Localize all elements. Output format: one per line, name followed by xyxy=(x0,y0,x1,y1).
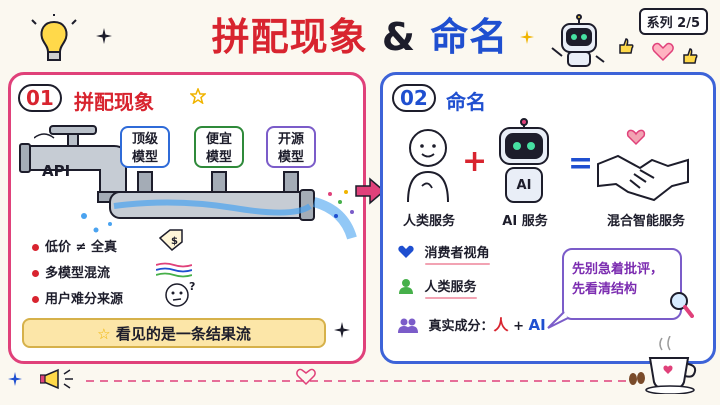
equals-sign: = xyxy=(568,146,594,181)
advice-note-line2: 先看清结构 xyxy=(572,282,638,297)
ingredients-item: 真实成分：人 + AI xyxy=(398,314,546,335)
result-stream-banner: ☆ 看见的是一条结果流 xyxy=(22,318,326,348)
ingredients-prefix: 真实成分： xyxy=(428,319,494,334)
confused-face-icon: ? xyxy=(165,280,195,307)
ai-service-label: AI 服务 xyxy=(502,214,548,229)
handshake-icon xyxy=(597,129,689,202)
robot-mascot-icon xyxy=(551,14,605,67)
bullet-item: 用户难分来源 xyxy=(32,288,123,307)
page-title: 拼配现象 & 命名 xyxy=(0,6,720,61)
consumer-view-item: 消费者视角 xyxy=(398,242,490,265)
section-heading-phenomenon: 拼配现象 xyxy=(74,90,154,114)
ingredients-plus: + xyxy=(508,319,529,334)
model-box-top: 顶级 模型 xyxy=(120,126,170,168)
person-icon xyxy=(407,129,449,202)
banner-text: 看见的是一条结果流 xyxy=(115,325,251,343)
bullet-text: 低价 ≠ 全真 xyxy=(45,240,117,255)
consumer-view-text: 消费者视角 xyxy=(424,242,490,265)
robot-chest-label: AI xyxy=(516,178,532,193)
plus-sign: + xyxy=(462,144,488,179)
coffee-beans-icon xyxy=(629,372,645,385)
thumbs-up-icon xyxy=(619,38,634,54)
person-icon xyxy=(399,279,413,294)
heart-icon xyxy=(296,368,316,386)
model-box-top-line2: 模型 xyxy=(131,150,158,165)
model-box-cheap: 便宜 模型 xyxy=(194,126,244,168)
title-part1: 拼配现象 xyxy=(211,15,368,59)
right-arrow-icon xyxy=(355,177,386,205)
coffee-cup-icon xyxy=(645,336,697,394)
heart-icon xyxy=(652,42,674,62)
sparkle-icon xyxy=(334,322,350,338)
section-heading-naming: 命名 xyxy=(446,90,486,114)
model-box-top-line1: 顶级 xyxy=(131,132,158,147)
megaphone-icon xyxy=(40,368,73,390)
lightbulb-icon xyxy=(31,14,77,61)
advice-note: 先别急着批评， 先看清结构 xyxy=(562,248,682,320)
model-box-open: 开源 模型 xyxy=(266,126,316,168)
bullet-text: 用户难分来源 xyxy=(45,292,124,307)
sparkle-icon xyxy=(520,30,534,44)
human-service-label: 人类服务 xyxy=(402,214,455,229)
title-amp: & xyxy=(381,15,417,59)
faucet-pipe-illustration xyxy=(19,125,357,240)
title-part2: 命名 xyxy=(430,15,509,59)
price-tag-icon: $ xyxy=(158,229,183,252)
star-icon: ☆ xyxy=(97,325,111,343)
api-label: API xyxy=(42,162,71,180)
magnifier-icon xyxy=(670,292,694,318)
hybrid-service-label: 混合智能服务 xyxy=(606,214,685,229)
speech-tail-icon xyxy=(547,311,569,329)
model-box-open-line2: 模型 xyxy=(277,150,304,165)
svg-text:$: $ xyxy=(171,236,178,247)
heart-icon xyxy=(398,245,414,258)
bullet-text: 多模型混流 xyxy=(45,266,111,281)
robot-icon xyxy=(499,118,549,203)
section-number-02: 02 xyxy=(392,84,436,112)
advice-note-line1: 先别急着批评， xyxy=(572,262,664,277)
bullet-item: 低价 ≠ 全真 xyxy=(32,236,117,255)
model-box-open-line1: 开源 xyxy=(277,132,304,147)
dashed-divider xyxy=(86,380,626,382)
human-service-item: 人类服务 xyxy=(398,276,477,299)
ingredients-ai: AI xyxy=(528,316,546,334)
sparkle-icon xyxy=(8,372,22,386)
human-service-item-text: 人类服务 xyxy=(424,276,477,299)
model-box-cheap-line2: 模型 xyxy=(205,150,232,165)
model-box-cheap-line1: 便宜 xyxy=(205,132,232,147)
sparkle-icon xyxy=(96,28,112,44)
section-number-01: 01 xyxy=(18,84,62,112)
mixed-stream-icon xyxy=(156,262,192,278)
ingredients-human: 人 xyxy=(493,316,509,334)
star-icon xyxy=(190,88,206,104)
bullet-item: 多模型混流 xyxy=(32,262,110,281)
thumbs-up-icon xyxy=(683,48,698,64)
bolt-icon xyxy=(34,133,55,139)
svg-text:?: ? xyxy=(189,280,195,293)
series-badge: 系列 2/5 xyxy=(638,8,708,35)
group-icon xyxy=(398,318,418,333)
